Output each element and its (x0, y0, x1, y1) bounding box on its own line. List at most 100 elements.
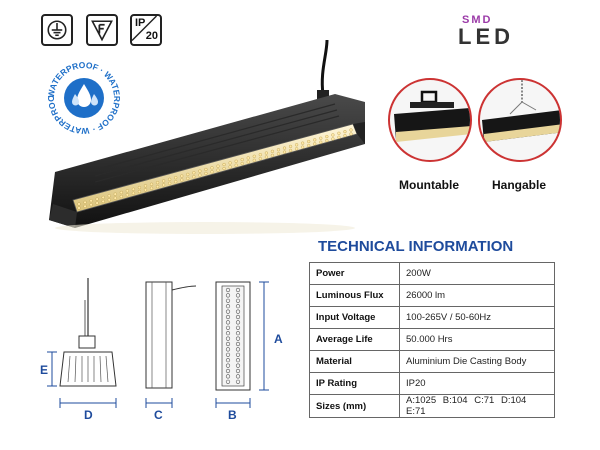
led-chip (331, 137, 335, 141)
spec-row: Power 200W (309, 262, 555, 285)
led-chip (222, 162, 226, 167)
led-chip (337, 135, 341, 139)
led-chip (270, 153, 275, 157)
led-chip (149, 182, 154, 186)
led-chip (77, 202, 81, 206)
led-chip (258, 157, 262, 161)
spec-table: Power 200W Luminous Flux 26000 lm Input … (309, 262, 555, 418)
led-chip (162, 179, 166, 183)
led-chip (240, 162, 244, 166)
led-chip (240, 157, 244, 162)
size-c: C:71 (474, 395, 495, 406)
led-chip (222, 166, 226, 171)
led-chip-outline (235, 347, 241, 352)
led-chip (143, 188, 148, 192)
led-chip (216, 164, 220, 168)
ip-rating-icon: IP 20 (130, 14, 162, 46)
led-chip (119, 190, 123, 195)
led-chip-outline (225, 304, 231, 309)
led-chip (192, 171, 196, 175)
led-chip (186, 172, 190, 176)
led-chip-outline (225, 298, 231, 303)
led-chip (331, 133, 335, 137)
led-chip (143, 184, 148, 188)
dimension-letter-b: B (228, 408, 237, 422)
dimension-drawing-svg (47, 278, 269, 408)
led-chip (325, 138, 329, 143)
led-chip-outline (225, 314, 231, 320)
led-chip (337, 131, 341, 135)
led-chip (276, 148, 281, 152)
dimension-letter-c: C (154, 408, 163, 422)
spec-value: 200W (399, 262, 555, 285)
logo-smd-text: SMD (462, 14, 493, 26)
led-chip-outline (235, 304, 241, 309)
size-e: E:71 (406, 406, 426, 417)
led-chip (325, 134, 329, 139)
dimension-letter-e: E (40, 363, 49, 377)
spec-key: IP Rating (309, 372, 400, 395)
led-chip (113, 196, 117, 200)
led-chip (131, 191, 135, 195)
led-chip (216, 168, 220, 172)
led-chip (288, 144, 293, 149)
led-chip (83, 204, 87, 208)
spec-value: 26000 lm (399, 284, 555, 307)
spec-key: Average Life (309, 328, 400, 351)
spec-key: Input Voltage (309, 306, 400, 329)
led-chip-outline (235, 379, 241, 384)
spec-value-sizes: A:1025 B:104 C:71 D:104 E:71 (399, 394, 555, 418)
led-chip-outline (235, 298, 241, 303)
spec-value: 50.000 Hrs (399, 328, 555, 351)
led-chip (131, 187, 135, 191)
led-chip (162, 183, 166, 187)
led-chip-outline (225, 320, 231, 325)
led-chip-outline (235, 358, 241, 363)
led-chip-outline (225, 341, 231, 347)
led-chip-outline (225, 352, 231, 357)
spec-key: Material (309, 350, 400, 373)
led-chip-outline (225, 336, 231, 341)
waterproof-badge-icon: WATERPROOF · WATERPROOF · WATERPROOF · (44, 58, 122, 136)
spec-key: Power (309, 262, 400, 285)
led-chip-outline (225, 379, 231, 384)
led-chip-outline (225, 358, 231, 363)
dimension-drawings: A B C D E (30, 270, 290, 430)
spec-row-sizes: Sizes (mm) A:1025 B:104 C:71 D:104 E:71 (309, 394, 555, 418)
hangable-label: Hangable (491, 178, 546, 192)
size-b: B:104 (442, 395, 468, 406)
led-chip-outline (235, 325, 241, 330)
led-chip-outline (235, 314, 241, 320)
spec-key-sizes: Sizes (mm) (309, 394, 400, 418)
mountable-detail-image (388, 78, 472, 162)
led-chip (349, 128, 353, 132)
spec-row: Input Voltage 100-265V / 50-60Hz (309, 306, 555, 329)
led-chip (149, 186, 154, 190)
led-chip (180, 178, 184, 182)
led-chip (125, 189, 129, 193)
led-chip (270, 149, 275, 153)
led-chip (307, 143, 311, 148)
led-chip-outline (225, 347, 231, 352)
led-chip (246, 160, 250, 164)
spec-row: Average Life 50.000 Hrs (309, 328, 555, 351)
led-chip (107, 198, 111, 202)
led-chip (246, 156, 250, 160)
led-chip (276, 152, 281, 156)
led-chip-outline (225, 331, 231, 336)
side-view-drawing (47, 278, 117, 408)
dimension-letter-a: A (274, 332, 283, 346)
led-chip (228, 165, 232, 169)
led-chip-outline (235, 368, 241, 374)
ground-symbol-icon (41, 14, 73, 46)
led-chip (89, 199, 93, 203)
front-view-drawing (215, 281, 269, 408)
led-chip (319, 140, 323, 144)
spec-row: Luminous Flux 26000 lm (309, 284, 555, 307)
led-chip (264, 155, 268, 159)
linear-highbay-light-image (49, 39, 365, 234)
led-chip-outline (225, 309, 231, 314)
spec-value: Aluminium Die Casting Body (399, 350, 555, 373)
led-chip (349, 132, 353, 136)
led-chip-outline (235, 341, 241, 347)
